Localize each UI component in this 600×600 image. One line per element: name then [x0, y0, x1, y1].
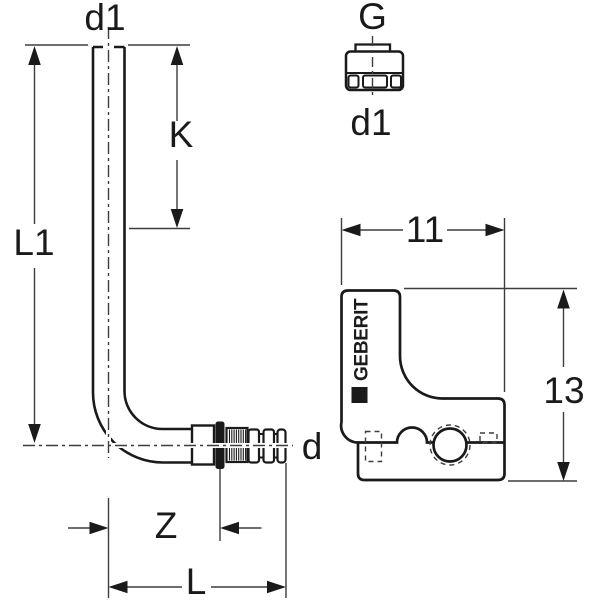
thread-view: G d1: [344, 0, 405, 143]
side-extension-lines: [340, 218, 577, 482]
thread-facet-middle: [362, 74, 388, 89]
l1-top-arrow-icon: [28, 46, 41, 65]
label-d1-top: d1: [84, 0, 125, 38]
width-right-arrow-icon: [485, 223, 505, 237]
label-k: K: [169, 114, 194, 155]
geberit-brand-text: GEBERIT: [352, 298, 373, 381]
thread-facet-right: [390, 74, 402, 89]
label-g: G: [358, 0, 387, 37]
height-top-arrow-icon: [557, 289, 570, 309]
front-extension-lines: [25, 44, 287, 598]
height-bottom-arrow-icon: [557, 462, 570, 481]
label-d1-thread: d1: [350, 102, 391, 143]
hidden-detail-right: [479, 432, 498, 444]
bracket-outline: [339, 289, 506, 482]
thread-body: [344, 50, 405, 92]
l1-bottom-arrow-icon: [28, 424, 41, 443]
l-right-arrow-icon: [267, 580, 286, 594]
pipe-hole-hidden-circle: [429, 424, 471, 466]
pipe-outer-edge: [91, 47, 192, 464]
thread-facet-left: [347, 74, 360, 89]
width-left-arrow-icon: [341, 223, 361, 237]
k-top-arrow-icon: [170, 46, 184, 65]
geberit-logo-square: [351, 387, 368, 403]
l-left-arrow-icon: [108, 580, 128, 594]
side-view: 11 13 GEBERIT: [339, 209, 585, 482]
label-z: Z: [155, 505, 178, 546]
label-l: L: [186, 561, 207, 600]
front-view: d1 K L1 d Z L: [13, 0, 322, 600]
z-right-arrow-icon: [220, 521, 239, 535]
label-d: d: [302, 426, 323, 467]
k-bottom-arrow-icon: [170, 209, 184, 228]
hidden-detail-left: [364, 430, 383, 463]
label-l1: L1: [13, 222, 54, 263]
label-width: 11: [406, 209, 444, 250]
z-left-arrow-icon: [89, 521, 109, 535]
label-height: 13: [543, 370, 584, 411]
fitting-ring-connectors: [259, 433, 278, 459]
pipe-inner-edge: [123, 47, 192, 431]
pipe-hole-circle: [432, 427, 468, 463]
